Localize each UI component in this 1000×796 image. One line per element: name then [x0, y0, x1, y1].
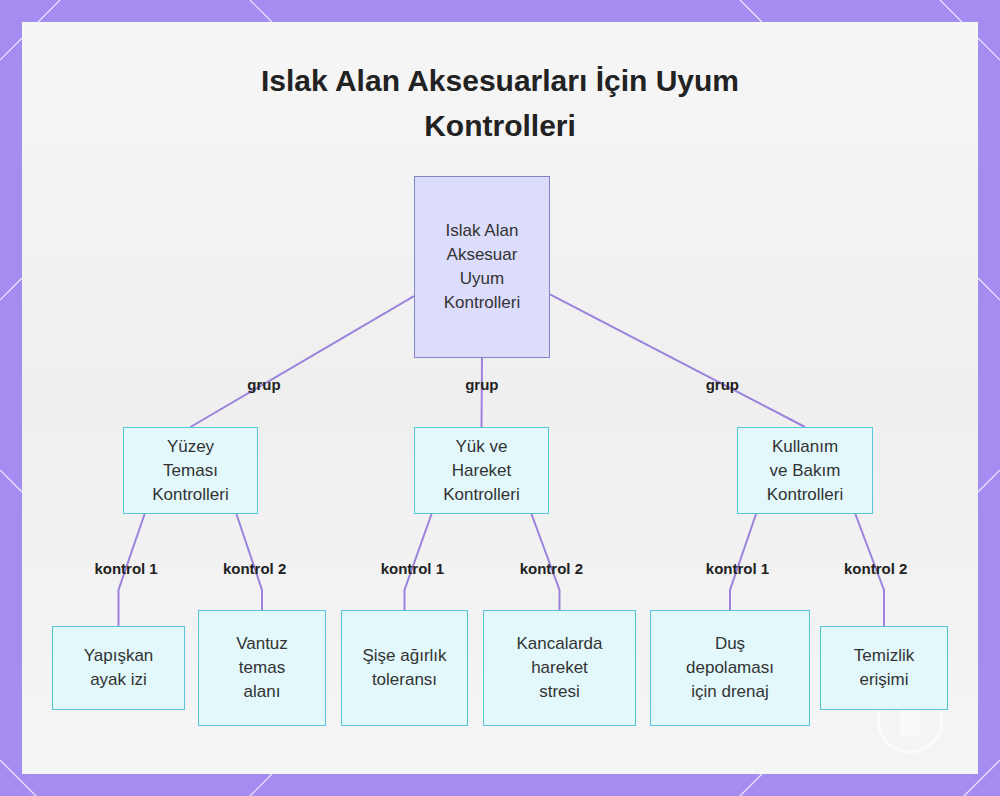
- node-text: Vantuz temas alanı: [223, 632, 301, 704]
- connector: [191, 296, 415, 427]
- edge-label: grup: [706, 376, 739, 393]
- node-text: Yapışkan ayak izi: [73, 644, 164, 692]
- edge-label: grup: [247, 376, 280, 393]
- node-text: Kancalarda hareket stresi: [514, 632, 605, 704]
- root-box: Islak Alan Aksesuar Uyum Kontrolleri: [414, 176, 550, 358]
- node-text: Islak Alan Aksesuar Uyum Kontrolleri: [435, 219, 529, 315]
- edge-label: kontrol 1: [94, 560, 157, 577]
- check-box: Duş depolaması için drenaj: [650, 610, 810, 726]
- group-box: Kullanım ve Bakım Kontrolleri: [737, 427, 873, 514]
- diagram-title: Islak Alan Aksesuarları İçin Uyum Kontro…: [240, 58, 760, 148]
- node-text: Kullanım ve Bakım Kontrolleri: [762, 435, 848, 507]
- node-text: Duş depolaması için drenaj: [685, 632, 775, 704]
- edge-label: kontrol 2: [520, 560, 583, 577]
- edge-label: kontrol 1: [706, 560, 769, 577]
- check-box: Şişe ağırlık toleransı: [341, 610, 468, 726]
- check-box: Yapışkan ayak izi: [52, 626, 185, 710]
- group-box: Yüzey Teması Kontrolleri: [123, 427, 258, 514]
- node-text: Şişe ağırlık toleransı: [362, 644, 447, 692]
- check-box: Vantuz temas alanı: [198, 610, 326, 726]
- node-text: Temizlik erişimi: [843, 644, 925, 692]
- check-box: Temizlik erişimi: [820, 626, 948, 710]
- node-text: Yük ve Hareket Kontrolleri: [435, 435, 528, 507]
- edge-label: grup: [465, 376, 498, 393]
- check-box: Kancalarda hareket stresi: [483, 610, 636, 726]
- edge-label: kontrol 2: [223, 560, 286, 577]
- group-box: Yük ve Hareket Kontrolleri: [414, 427, 549, 514]
- edge-label: kontrol 2: [844, 560, 907, 577]
- node-text: Yüzey Teması Kontrolleri: [144, 435, 237, 507]
- edge-label: kontrol 1: [381, 560, 444, 577]
- title-wrap: Islak Alan Aksesuarları İçin Uyum Kontro…: [0, 58, 1000, 148]
- connector: [550, 294, 805, 427]
